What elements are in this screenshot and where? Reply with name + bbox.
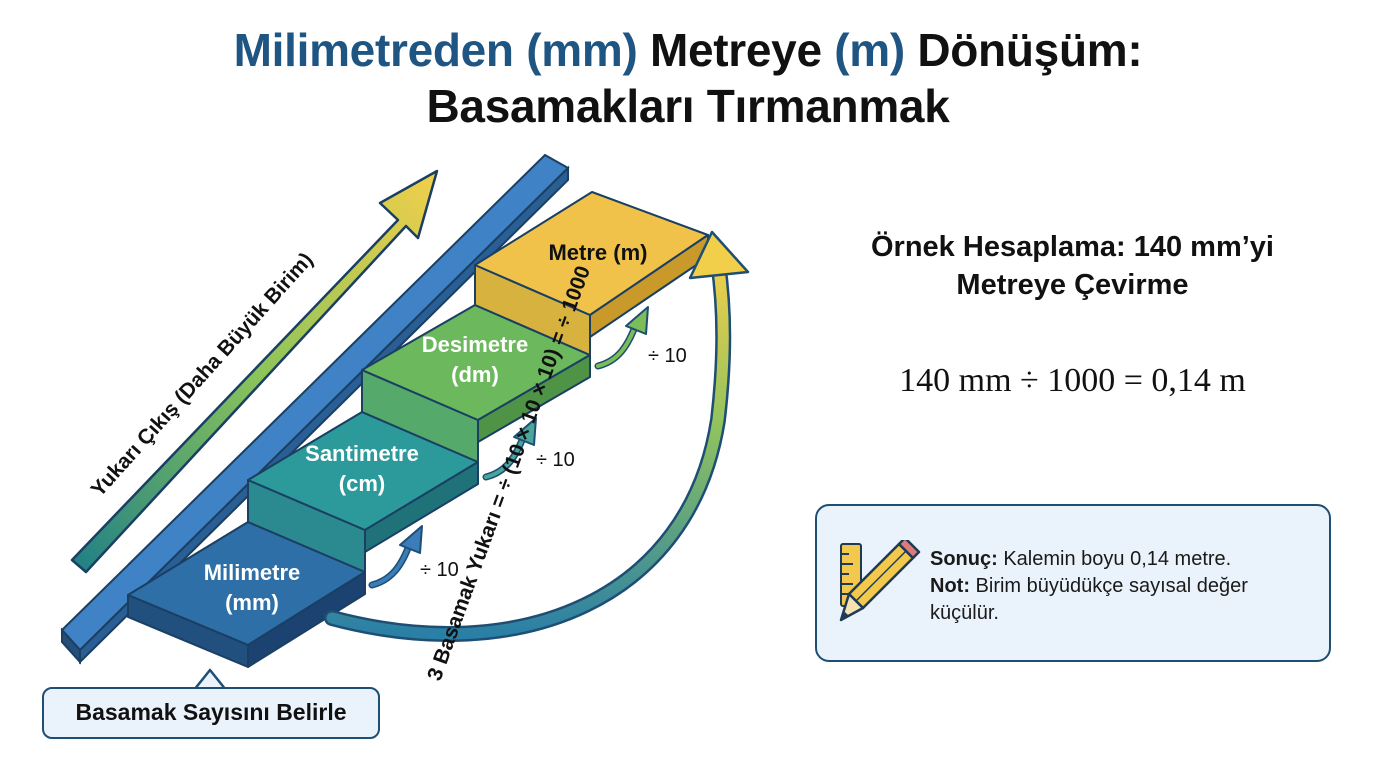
big-arc-arrow-icon: [324, 230, 750, 642]
step-desimetre-unit: (dm): [451, 362, 499, 387]
step-milimetre-label: Milimetre: [204, 560, 301, 585]
small-arrow-3-icon: [594, 306, 649, 370]
result-box: Sonuç: Kalemin boyu 0,14 metre. Not: Bir…: [815, 504, 1331, 662]
callout-box: Basamak Sayısını Belirle: [42, 687, 380, 739]
blue-rail: [60, 153, 570, 665]
divisor-1: ÷ 10: [420, 559, 459, 581]
example-title-line-2: Metreye Çevirme: [956, 269, 1189, 301]
up-arrow-icon: [70, 169, 439, 574]
title-part-donusum: Dönüşüm:: [917, 24, 1143, 76]
title-part-metreye: Metreye: [649, 24, 822, 76]
page-title: Milimetreden (mm) Metreye (m) Dönüşüm: B…: [0, 22, 1376, 134]
result-not-label: Not:: [930, 575, 970, 597]
step-milimetre: Milimetre (mm): [127, 521, 366, 668]
title-line-1: Milimetreden (mm) Metreye (m) Dönüşüm:: [0, 22, 1376, 78]
callout-label: Basamak Sayısını Belirle: [75, 699, 347, 725]
example-title-line-1: Örnek Hesaplama: 140 mm’yi: [871, 231, 1274, 263]
example-title: Örnek Hesaplama: 140 mm’yi Metreye Çevir…: [800, 228, 1345, 304]
step-milimetre-unit: (mm): [225, 590, 279, 615]
pencil-ruler-icon: [839, 540, 921, 622]
result-text: Sonuç: Kalemin boyu 0,14 metre. Not: Bir…: [930, 546, 1320, 627]
title-part-mm: Milimetreden (mm): [233, 24, 638, 76]
step-metre: Metre (m): [474, 191, 709, 338]
result-not-text: Birim büyüdükçe sayısal değer küçülür.: [930, 575, 1248, 624]
step-santimetre-unit: (cm): [339, 471, 385, 496]
title-line-2: Basamakları Tırmanmak: [426, 80, 950, 132]
step-desimetre: Desimetre (dm): [361, 304, 591, 443]
small-arrow-2-icon: [482, 417, 537, 481]
step-metre-label: Metre (m): [548, 240, 647, 265]
title-part-m: (m): [834, 24, 905, 76]
step-desimetre-label: Desimetre: [422, 332, 528, 357]
step-santimetre-label: Santimetre: [305, 441, 419, 466]
formula: 140 mm ÷ 1000 = 0,14 m: [899, 362, 1246, 399]
result-sonuc-text: Kalemin boyu 0,14 metre.: [997, 548, 1232, 570]
divisor-3: ÷ 10: [648, 345, 687, 367]
result-sonuc-label: Sonuç:: [930, 548, 998, 570]
small-arrow-1-icon: [368, 525, 423, 589]
divisor-2: ÷ 10: [536, 449, 575, 471]
step-santimetre: Santimetre (cm): [247, 411, 479, 553]
